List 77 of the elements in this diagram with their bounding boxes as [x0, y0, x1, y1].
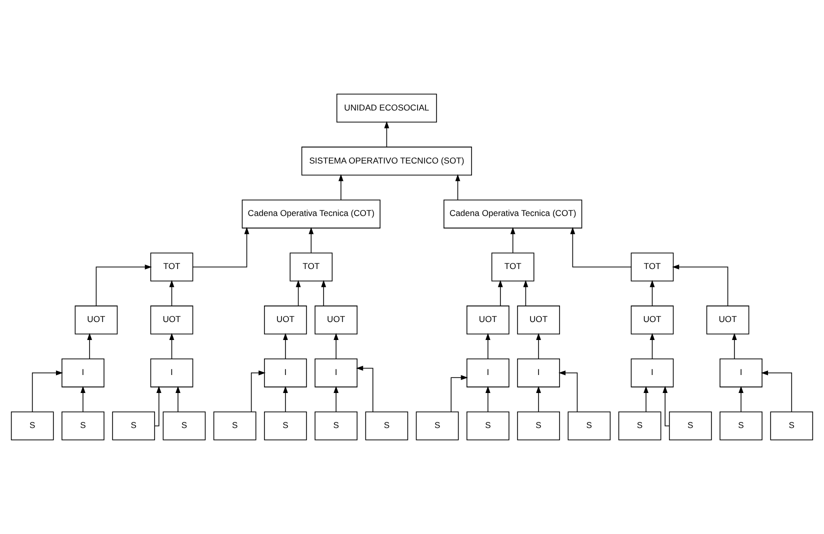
arrow — [176, 386, 180, 412]
arrow — [308, 227, 314, 254]
arrow — [384, 121, 390, 148]
arrow — [761, 370, 792, 412]
node-box: S — [517, 411, 560, 440]
node-box: S — [213, 411, 256, 440]
node-box: I — [150, 358, 194, 388]
node-box: S — [162, 411, 206, 440]
node-box: S — [669, 411, 712, 440]
node-box: S — [314, 411, 358, 440]
node-box: I — [62, 358, 104, 388]
node-box: I — [314, 358, 358, 388]
arrow — [536, 333, 541, 360]
arrow — [356, 366, 374, 412]
arrow — [738, 386, 744, 412]
node-box: S — [416, 411, 459, 440]
arrow — [485, 386, 490, 412]
arrow — [536, 386, 541, 412]
node-box: S — [618, 411, 662, 440]
arrow — [334, 333, 339, 360]
node-box: S — [466, 411, 510, 440]
node-box: Cadena Operativa Tecnica (COT) — [242, 200, 380, 228]
arrow — [510, 227, 516, 254]
arrow — [558, 370, 578, 412]
arrow — [498, 280, 503, 306]
arrow — [192, 227, 250, 268]
arrow — [96, 264, 152, 306]
node-box: I — [720, 358, 762, 388]
node-box: UOT — [466, 306, 510, 334]
arrow — [338, 174, 344, 200]
node-box: UOT — [706, 306, 750, 334]
node-box: S — [62, 411, 104, 440]
node-box: UOT — [74, 306, 118, 334]
arrow — [250, 370, 266, 412]
arrow — [87, 333, 92, 360]
arrow — [650, 280, 655, 306]
arrow — [169, 333, 174, 360]
node-box: S — [264, 411, 307, 440]
node-box: I — [630, 358, 674, 388]
node-box: UNIDAD ECOSOCIAL — [336, 94, 437, 123]
node-box: I — [264, 358, 307, 388]
arrow — [169, 280, 174, 306]
arrow — [450, 375, 468, 412]
arrow — [296, 280, 301, 306]
arrow — [32, 370, 63, 412]
node-box: I — [466, 358, 510, 388]
node-box: TOT — [290, 252, 333, 282]
node-box: SISTEMA OPERATIVO TECNICO (SOT) — [301, 146, 472, 176]
node-box: S — [770, 411, 814, 440]
node-box: S — [365, 411, 408, 440]
arrow — [570, 227, 632, 268]
node-box: S — [720, 411, 762, 440]
arrow — [672, 264, 728, 306]
node-box: S — [10, 411, 54, 440]
arrow — [650, 333, 655, 360]
node-box: Cadena Operativa Tecnica (COT) — [444, 200, 582, 228]
arrow — [523, 280, 528, 306]
node-box: TOT — [150, 252, 194, 282]
arrow — [80, 386, 86, 412]
arrow — [485, 333, 490, 360]
node-box: UOT — [314, 306, 358, 334]
arrow — [732, 333, 737, 360]
arrow — [283, 386, 288, 412]
node-box: UOT — [150, 306, 194, 334]
node-box: UOT — [517, 306, 560, 334]
arrow — [321, 280, 326, 306]
node-box: S — [568, 411, 611, 440]
node-box: UOT — [264, 306, 307, 334]
arrow — [283, 333, 288, 360]
arrow — [644, 386, 648, 412]
arrow — [334, 386, 339, 412]
node-box: TOT — [630, 252, 674, 282]
node-box: I — [517, 358, 560, 388]
node-box: S — [112, 411, 155, 440]
node-box: TOT — [491, 252, 534, 282]
node-box: UOT — [630, 306, 674, 334]
arrow — [455, 174, 460, 200]
